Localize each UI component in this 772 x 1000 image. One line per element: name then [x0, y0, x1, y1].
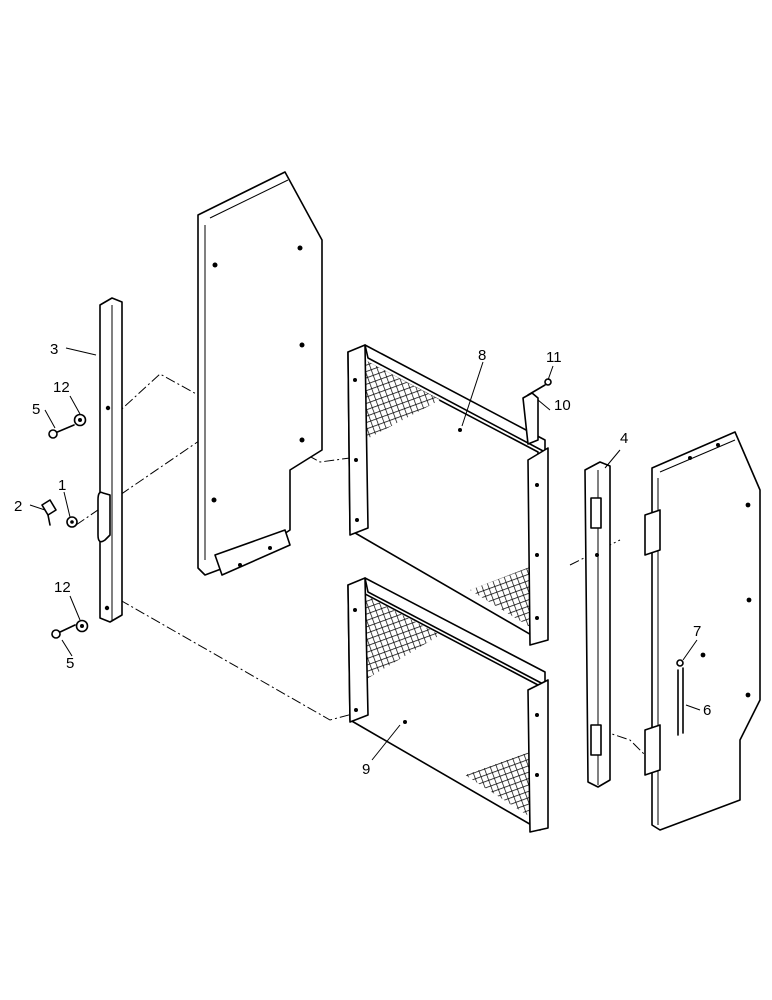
fastener-11	[527, 378, 552, 396]
callout-1: 1	[58, 477, 66, 494]
callout-4: 4	[620, 430, 628, 447]
callout-10: 10	[554, 397, 571, 414]
callout-11: 11	[546, 349, 562, 366]
fasteners-left	[41, 413, 89, 639]
callout-5-upper: 5	[32, 401, 40, 418]
lower-core	[347, 577, 549, 833]
callout-8: 8	[478, 347, 486, 364]
callout-3: 3	[50, 341, 58, 358]
leader-lines	[29, 347, 701, 761]
callout-6: 6	[703, 702, 711, 719]
callout-12-lower: 12	[54, 579, 71, 596]
left-bracket	[97, 297, 123, 623]
callouts: 3 12 5 1 2 12 5 8 11 10 4 7 6 9	[14, 341, 711, 778]
callout-5-lower: 5	[66, 655, 74, 672]
callout-12-upper: 12	[53, 379, 70, 396]
right-bracket	[584, 461, 611, 788]
callout-2: 2	[14, 498, 22, 515]
callout-7: 7	[693, 623, 701, 640]
right-side-panel	[644, 431, 761, 831]
left-side-panel	[197, 171, 323, 576]
callout-9: 9	[362, 761, 370, 778]
upper-core	[347, 344, 549, 646]
